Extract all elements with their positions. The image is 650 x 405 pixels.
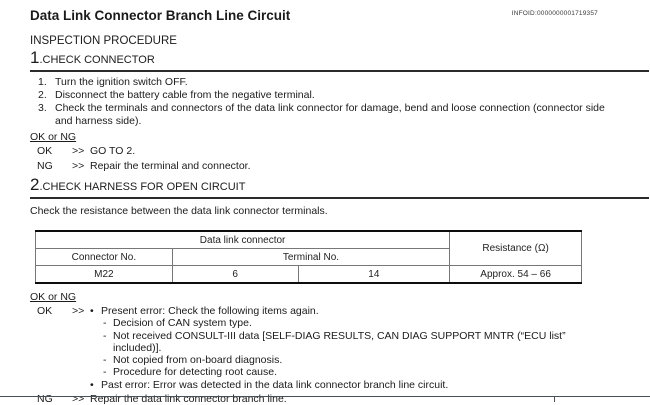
- table-terminal-no-header: Terminal No.: [171, 248, 451, 266]
- step2-number: 2: [30, 175, 40, 194]
- resistance-table: Data link connector Resistance (Ω) Conne…: [34, 230, 582, 284]
- result-arrow: >>: [72, 393, 85, 405]
- bullet-marker: •: [90, 305, 94, 317]
- ok-or-ng-heading: OK or NG: [30, 291, 77, 303]
- ok-or-ng-heading: OK or NG: [30, 131, 77, 143]
- section-heading: INSPECTION PROCEDURE: [30, 35, 177, 47]
- result-label: NG: [37, 393, 53, 405]
- list-item: - Not received CONSULT-III data [SELF-DI…: [103, 330, 612, 355]
- item-number: 1.: [38, 76, 47, 88]
- item-number: 3.: [38, 102, 47, 114]
- table-connector-no-header: Connector No.: [35, 248, 173, 266]
- list-item: - Procedure for detecting root cause.: [103, 366, 612, 378]
- list-item: • Past error: Error was detected in the …: [90, 379, 612, 391]
- step1-number: 1: [30, 48, 40, 67]
- bullet-marker: •: [90, 378, 94, 391]
- dash-marker: -: [103, 354, 107, 367]
- table-resistance-header: Resistance (Ω): [449, 230, 582, 266]
- list-item: • Present error: Check the following ite…: [90, 305, 612, 317]
- footer-divider-line: [0, 396, 650, 397]
- step1-heading: 1.CHECK CONNECTOR: [30, 49, 649, 72]
- result-label: OK: [37, 145, 53, 157]
- item-text: Not received CONSULT-III data [SELF-DIAG…: [113, 329, 566, 354]
- cell-terminal-2: 14: [297, 265, 451, 284]
- step2-title: .CHECK HARNESS FOR OPEN CIRCUIT: [39, 181, 246, 193]
- dash-marker: -: [103, 317, 107, 330]
- result-row-ng: NG >> Repair the terminal and connector.: [37, 160, 650, 173]
- step1-title: .CHECK CONNECTOR: [39, 54, 155, 66]
- item-text: Procedure for detecting root cause.: [113, 366, 278, 379]
- footer-column-tick: [554, 397, 555, 402]
- item-number: 2.: [38, 89, 47, 101]
- item-text: Past error: Error was detected in the da…: [101, 378, 449, 391]
- item-text: Turn the ignition switch OFF.: [55, 76, 188, 88]
- procedure-item: 1. Turn the ignition switch OFF.: [38, 76, 650, 89]
- result-row-ok: OK >> GO TO 2.: [37, 145, 650, 158]
- result-text: GO TO 2.: [90, 145, 136, 157]
- result-text: Repair the data link connector branch li…: [90, 393, 287, 405]
- result-label: OK: [37, 305, 53, 317]
- table-row: M22 6 14 Approx. 54 – 66: [35, 265, 582, 284]
- step2-heading: 2.CHECK HARNESS FOR OPEN CIRCUIT: [30, 176, 649, 199]
- cell-terminal-1: 6: [171, 265, 299, 284]
- item-text: Check the terminals and connectors of th…: [55, 102, 605, 127]
- result-arrow: >>: [72, 145, 85, 157]
- ok-items-list: • Present error: Check the following ite…: [90, 305, 612, 391]
- result-arrow: >>: [72, 305, 85, 317]
- procedure-list: 1. Turn the ignition switch OFF. 2. Disc…: [38, 76, 650, 128]
- result-arrow: >>: [72, 159, 85, 172]
- cell-connector-no: M22: [35, 265, 173, 284]
- result-label: NG: [37, 159, 53, 172]
- page-title: Data Link Connector Branch Line Circuit: [30, 8, 291, 23]
- result-row-ng: NG >> Repair the data link connector bra…: [37, 393, 650, 405]
- instruction-text: Check the resistance between the data li…: [30, 205, 328, 217]
- procedure-item: 3. Check the terminals and connectors of…: [38, 102, 650, 128]
- result-row-ok: OK >> • Present error: Check the followi…: [37, 305, 650, 391]
- procedure-item: 2. Disconnect the battery cable from the…: [38, 89, 650, 102]
- item-text: Not copied from on-board diagnosis.: [113, 354, 283, 367]
- item-text: Disconnect the battery cable from the ne…: [55, 89, 315, 101]
- result-text: Repair the terminal and connector.: [90, 159, 251, 172]
- infoid-label: INFOID:0000000001719357: [511, 10, 598, 17]
- cell-resistance: Approx. 54 – 66: [449, 265, 582, 284]
- list-item: - Decision of CAN system type.: [103, 317, 612, 329]
- list-item: - Not copied from on-board diagnosis.: [103, 354, 612, 366]
- item-text: Present error: Check the following items…: [101, 305, 319, 317]
- item-text: Decision of CAN system type.: [113, 317, 252, 330]
- table-group-header: Data link connector: [34, 230, 451, 249]
- dash-marker: -: [103, 366, 107, 379]
- dash-marker: -: [103, 329, 107, 342]
